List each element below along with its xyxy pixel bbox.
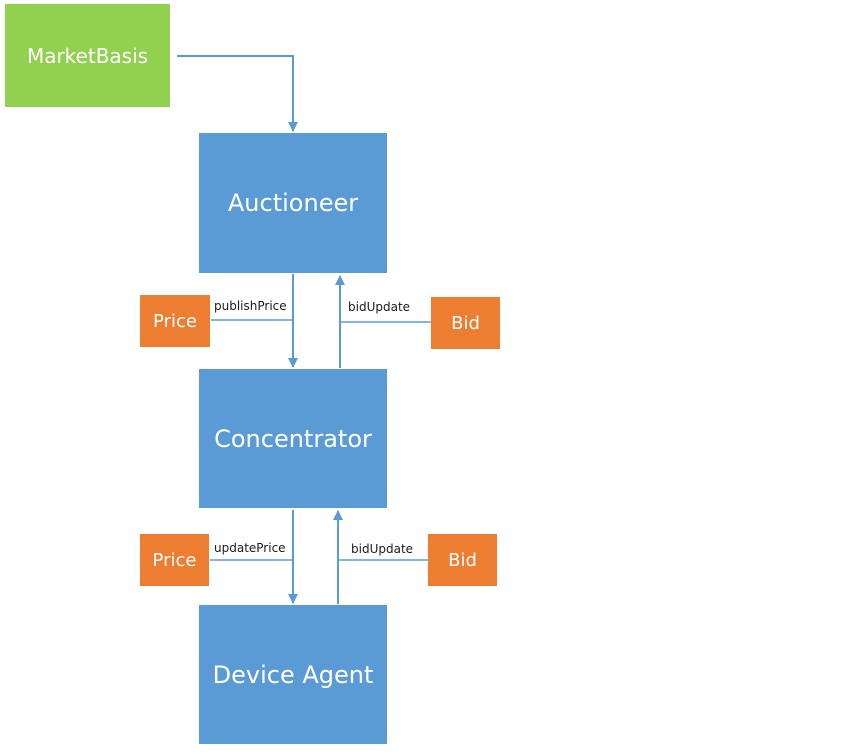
node-concentrator: Concentrator: [199, 369, 387, 508]
node-bid-top: Bid: [431, 297, 500, 349]
edge-marketbasis-to-auctioneer: [177, 55, 298, 132]
node-price-bottom: Price: [140, 534, 209, 586]
node-bid-bottom: Bid: [428, 534, 497, 586]
label-bid-update-bottom: bidUpdate: [351, 542, 414, 556]
node-market-basis: MarketBasis: [5, 4, 170, 107]
label-publish-price: publishPrice: [214, 299, 287, 313]
node-auctioneer: Auctioneer: [199, 133, 387, 273]
label-bid-update-top: bidUpdate: [348, 300, 411, 314]
label-update-price: updatePrice: [214, 541, 286, 555]
node-device-agent: Device Agent: [199, 605, 387, 744]
node-price-top: Price: [140, 295, 210, 347]
